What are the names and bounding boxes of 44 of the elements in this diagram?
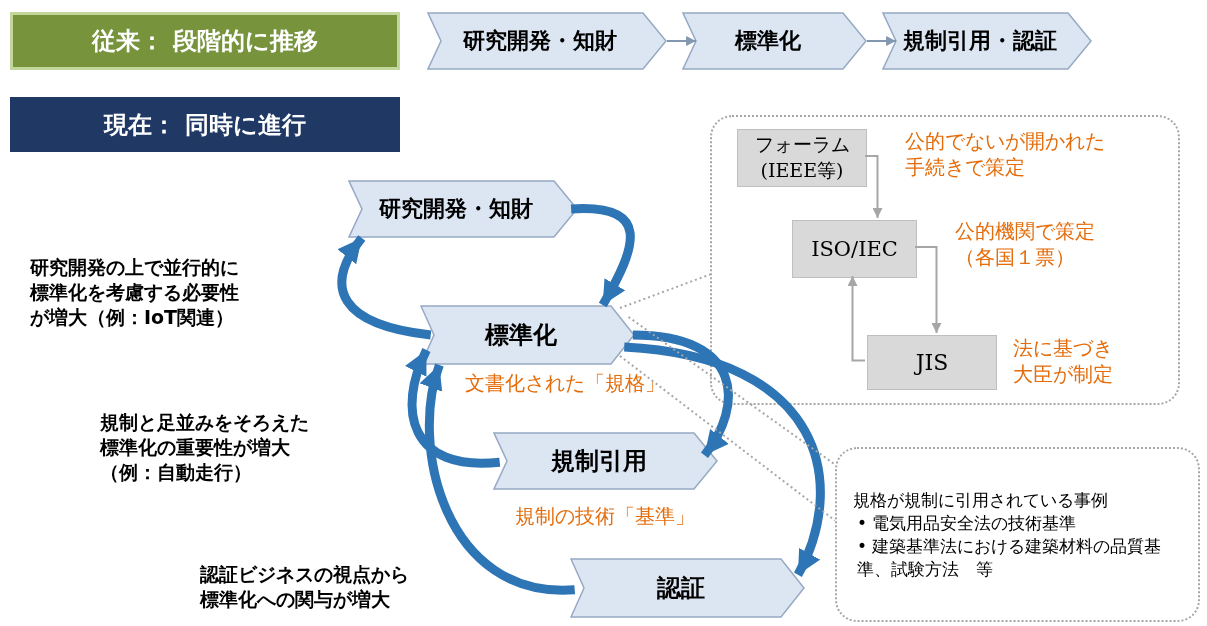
leader-line: [627, 316, 836, 466]
node-label: フォーラム (IEEE等): [753, 132, 851, 183]
process-step: [682, 12, 867, 70]
banner: [10, 97, 400, 152]
node-caption: 公的機関で策定（各国１票）: [955, 218, 1096, 270]
node-caption: 文書化された「規格」: [465, 370, 666, 396]
node-label: 標準化: [734, 27, 802, 55]
node-label: 研究開発・知財: [379, 195, 534, 223]
process-step: [493, 432, 718, 490]
note-heading: 規格が規制に引用されている事例: [853, 488, 1108, 512]
process-step: [420, 305, 635, 365]
bullet-item: • 電気用品安全法の技術基準: [856, 511, 1077, 535]
node-label: 認証: [656, 573, 706, 604]
node-label: 従来： 段階的に推移: [92, 26, 318, 57]
banner: [10, 12, 400, 70]
annotation-text: 認証ビジネスの視点から標準化への関与が増大: [200, 562, 410, 612]
leader-line: [618, 355, 836, 522]
arrow: [421, 363, 575, 595]
node-label: 標準化: [484, 320, 558, 351]
process-box: [737, 129, 867, 187]
dotted-frame: [710, 115, 1180, 405]
bullet-item: • 建築基準法における建築材料の品質基準、試験方法 等: [856, 534, 1163, 581]
node-label: 研究開発・知財: [463, 27, 618, 55]
arrow: [571, 204, 635, 308]
node-label: JIS: [913, 350, 950, 375]
leader-line: [618, 273, 711, 309]
note-card: [835, 447, 1200, 622]
arrow: [632, 330, 733, 458]
node-label: ISO/IEC: [810, 237, 899, 261]
node-label: 現在： 同時に進行: [104, 109, 306, 141]
node-label: 規制引用・認証: [903, 27, 1058, 55]
arrow: [623, 342, 825, 577]
node-caption: 公的でないが開かれた手続きで策定: [905, 128, 1106, 180]
process-step: [570, 558, 805, 618]
process-step: [882, 12, 1092, 70]
node-caption: 法に基づき大臣が制定: [1013, 335, 1114, 387]
node-caption: 規制の技術「基準」: [515, 503, 696, 529]
arrow: [405, 348, 500, 468]
process-box: [792, 220, 917, 278]
process-box: [867, 335, 997, 390]
annotation-text: 研究開発の上で並行的に標準化を考慮する必要性が増大（例：IoT関連）: [30, 255, 240, 330]
annotation-text: 規制と足並みをそろえた標準化の重要性が増大（例：自動走行）: [100, 410, 310, 485]
process-step: [427, 12, 667, 70]
node-label: 規制引用: [550, 446, 648, 477]
